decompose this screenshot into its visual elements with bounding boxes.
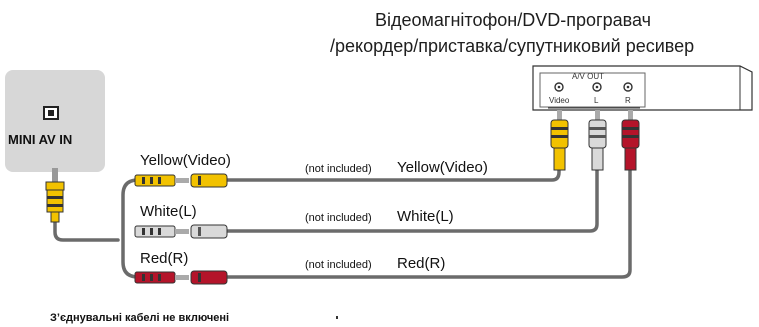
rca-white-left [134,224,228,239]
jack-label-video: Video [549,96,570,105]
mini-av-wire [53,220,120,242]
cable-yellow-right-label: Yellow(Video) [397,159,488,176]
red-wire [223,168,632,279]
mini-av-plug [45,168,65,223]
cable-red-right-label: Red(R) [397,255,446,272]
cable-wires [53,166,632,279]
av-out-label: A/V OUT [572,72,604,81]
jack-label-r: R [625,96,631,105]
white-wire [223,168,599,233]
footnote-text: З’єднувальні кабелі не включені [50,312,230,324]
r-out-jack [623,82,633,92]
device-title-line2: /рекордер/приставка/супутниковий ресивер [330,36,695,56]
rca-red-right [621,110,640,171]
rca-yellow-right [550,110,569,171]
mini-av-in-label: MINI AV IN [8,132,73,147]
l-out-jack [592,82,602,92]
left-bundle-wire [121,178,140,279]
footnote-dot [336,316,338,319]
cable-yellow-left-label: Yellow(Video) [140,152,231,169]
jack-label-l: L [594,96,599,105]
cable-red-left-label: Red(R) [140,250,189,267]
cable-white-note: (not included) [305,212,372,224]
cable-yellow-note: (not included) [305,163,372,175]
yellow-wire [223,166,561,182]
cable-red-note: (not included) [305,259,372,271]
cable-white-right-label: White(L) [397,208,454,225]
av-source-device [532,65,753,111]
mini-av-panel [5,70,105,172]
rca-white-right [588,110,607,171]
mini-av-jack-hole [48,110,54,116]
cable-white-left-label: White(L) [140,203,197,220]
video-out-jack [554,82,564,92]
rca-yellow-left [134,173,228,188]
rca-red-left [134,270,228,285]
